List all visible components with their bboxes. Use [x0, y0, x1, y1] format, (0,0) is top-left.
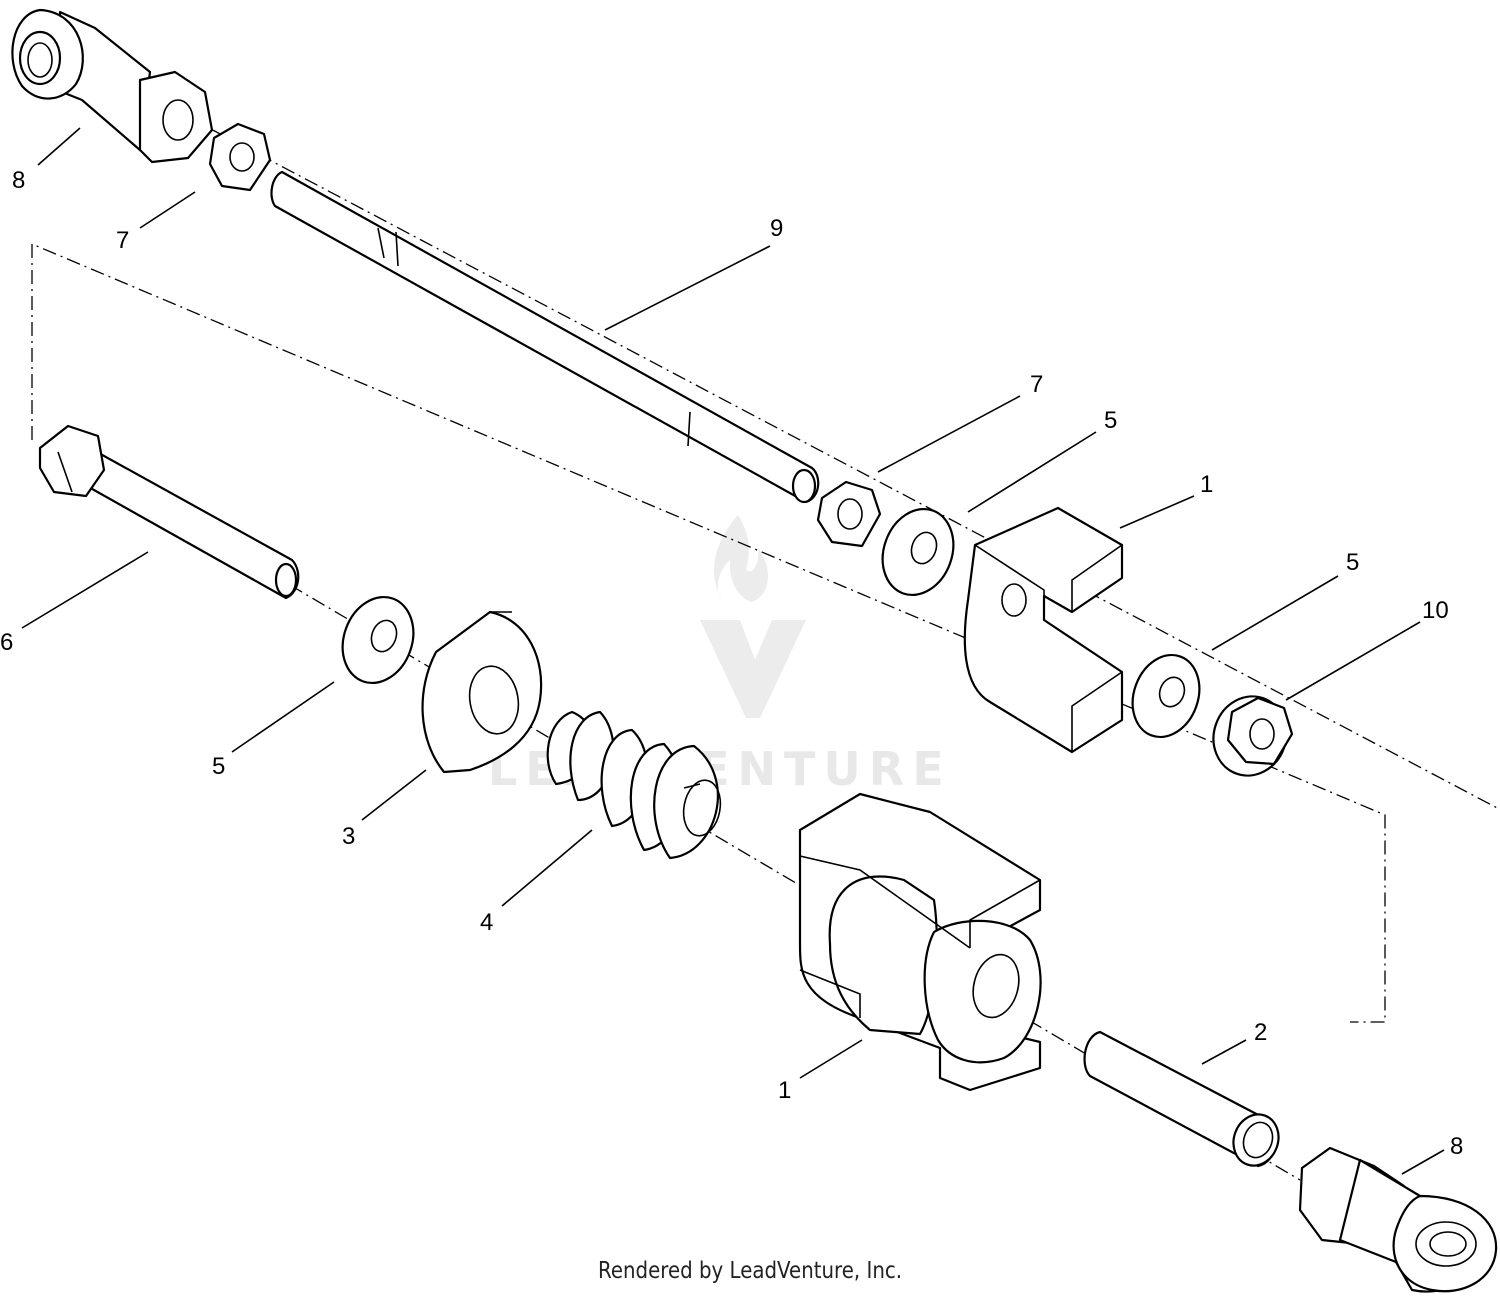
jam-nut-mid — [816, 480, 882, 548]
watermark-v-icon — [700, 620, 806, 718]
reference-frame-line — [31, 243, 1386, 1023]
leader-1-lower — [799, 1039, 863, 1079]
rod-end-top — [11, 8, 214, 164]
leader-1-upper — [1119, 495, 1195, 529]
spring-plate — [421, 610, 543, 774]
leader-4 — [501, 829, 593, 907]
callout-5-upper: 5 — [1104, 407, 1117, 434]
callout-7-mid: 7 — [1030, 371, 1043, 398]
leader-3 — [361, 769, 427, 821]
hex-bolt — [38, 424, 300, 600]
leader-7-top — [139, 191, 196, 229]
callout-5-left: 5 — [212, 753, 225, 780]
leader-6 — [21, 551, 149, 629]
leader-7-mid — [877, 395, 1021, 473]
rod-end-bottom — [1298, 1146, 1498, 1293]
callout-2: 2 — [1254, 1019, 1267, 1046]
leader-10 — [1285, 621, 1421, 701]
washer-upper — [881, 507, 955, 597]
leader-5-right — [1211, 575, 1339, 651]
clamp-bracket-upper — [963, 506, 1124, 754]
callout-7-top: 7 — [116, 227, 129, 254]
callout-3: 3 — [342, 823, 355, 850]
washer-right — [1131, 653, 1201, 739]
jam-nut-top — [208, 122, 272, 192]
leader-8-top — [37, 127, 81, 166]
threaded-rod — [270, 170, 820, 504]
clamp-bracket-lower — [798, 792, 1042, 1092]
leader-8-bottom — [1401, 1149, 1445, 1175]
callout-labels: 8 7 9 7 5 1 5 10 6 5 3 4 1 2 8 — [0, 167, 1463, 1160]
leader-2 — [1201, 1039, 1247, 1065]
watermark-flame-icon — [714, 515, 769, 602]
washer-left — [341, 595, 415, 685]
rod-axis-line — [189, 117, 1500, 811]
bushing — [1083, 1030, 1280, 1168]
callout-5-right: 5 — [1346, 549, 1359, 576]
callout-8-bottom: 8 — [1450, 1133, 1463, 1160]
callout-8-top: 8 — [12, 167, 25, 194]
callout-6: 6 — [0, 629, 13, 656]
callout-10: 10 — [1422, 597, 1449, 624]
leader-lines — [21, 127, 1445, 1175]
compression-spring — [546, 710, 722, 860]
callout-9: 9 — [770, 215, 783, 242]
leader-9 — [604, 245, 771, 331]
flange-nut — [1212, 695, 1294, 777]
callout-4: 4 — [480, 909, 493, 936]
leader-5-upper — [967, 431, 1097, 513]
callout-1-lower: 1 — [778, 1077, 791, 1104]
callout-1-upper: 1 — [1200, 471, 1213, 498]
footer-credit: Rendered by LeadVenture, Inc. — [597, 1258, 903, 1284]
leader-5-left — [231, 681, 335, 753]
